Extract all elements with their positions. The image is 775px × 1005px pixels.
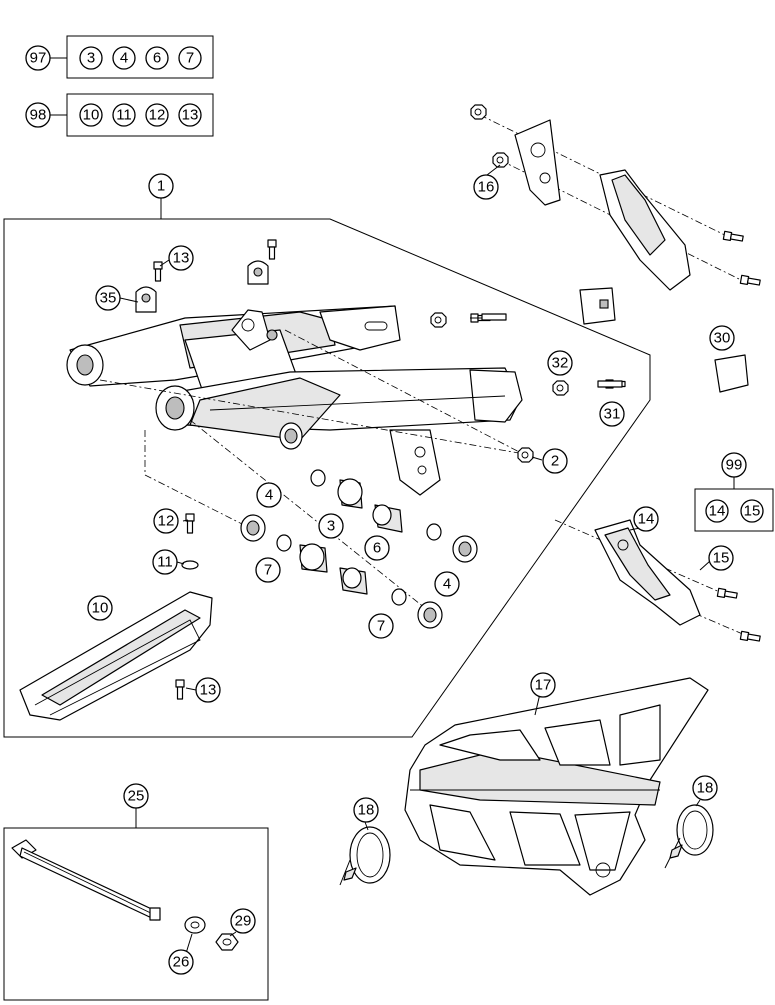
callout-7-upper: 7	[255, 557, 281, 583]
svg-text:18: 18	[358, 802, 375, 819]
kit-98-item: 11	[116, 107, 132, 124]
kit-98-box	[66, 93, 214, 137]
svg-text:35: 35	[100, 290, 117, 307]
kit-97-item: 4	[120, 50, 128, 67]
kit-97-box	[66, 35, 214, 79]
callout-4-lower: 4	[434, 571, 460, 597]
chain-guide-lower	[554, 519, 762, 644]
swingarm-drawing	[66, 305, 523, 496]
callout-26: 26	[168, 949, 194, 975]
kit-99-item: 15	[744, 503, 761, 520]
rear-axle	[11, 839, 161, 921]
kit-97-item: 6	[153, 50, 161, 67]
kit-99-item: 14	[709, 503, 726, 520]
chain-guard-17	[404, 677, 709, 896]
kit-97-group: 97 3 4 6 7	[25, 35, 214, 79]
kit-97-item: 7	[186, 50, 194, 67]
callout-15: 15	[708, 545, 734, 571]
kit-97-item: 3	[87, 50, 95, 67]
callout-6: 6	[364, 535, 390, 561]
callout-4-upper: 4	[256, 482, 282, 508]
callout-18-left: 18	[353, 797, 379, 823]
kit-98-item: 13	[182, 107, 199, 124]
svg-text:10: 10	[92, 600, 109, 617]
callout-11: 11	[152, 549, 178, 575]
callout-30: 30	[709, 325, 735, 351]
callout-97: 97	[25, 45, 51, 71]
svg-text:98: 98	[30, 107, 47, 124]
callout-31: 31	[599, 401, 625, 427]
svg-text:17: 17	[535, 677, 552, 694]
callout-18-right: 18	[692, 775, 718, 801]
callout-17: 17	[530, 672, 556, 698]
kit-98-item: 10	[83, 107, 100, 124]
kit-98-item: 12	[149, 107, 166, 124]
clip-bracket-35	[135, 260, 269, 313]
callout-12: 12	[153, 508, 179, 534]
svg-text:7: 7	[377, 618, 385, 635]
svg-text:25: 25	[128, 788, 145, 805]
svg-text:31: 31	[604, 406, 621, 423]
svg-text:14: 14	[638, 511, 655, 528]
svg-text:6: 6	[373, 540, 381, 557]
callout-13-upper: 13	[168, 245, 194, 271]
callout-16: 16	[473, 174, 499, 200]
axle-nut-29	[215, 933, 239, 951]
svg-text:12: 12	[158, 513, 175, 530]
svg-text:4: 4	[265, 487, 273, 504]
svg-text:13: 13	[200, 682, 217, 699]
chain-slider-10	[19, 591, 213, 721]
svg-text:32: 32	[552, 355, 569, 372]
svg-text:4: 4	[443, 576, 451, 593]
axle-assembly-frame	[3, 827, 269, 1001]
svg-text:11: 11	[157, 554, 173, 571]
callout-1: 1	[148, 173, 174, 199]
cable-tie-left	[339, 826, 391, 886]
bushing-set	[240, 422, 478, 629]
svg-text:26: 26	[173, 954, 190, 971]
svg-text:13: 13	[173, 250, 190, 267]
callout-29: 29	[230, 908, 256, 934]
callout-13-lower: 13	[195, 677, 221, 703]
svg-text:30: 30	[714, 330, 731, 347]
callout-25: 25	[123, 783, 149, 809]
swingarm-assembly-frame	[3, 218, 651, 738]
svg-text:29: 29	[235, 913, 252, 930]
callout-14: 14	[633, 506, 659, 532]
kit-99-group: 99 14 15	[694, 452, 774, 532]
svg-text:7: 7	[264, 562, 272, 579]
svg-text:16: 16	[478, 179, 495, 196]
callout-32: 32	[547, 350, 573, 376]
kit-98-group: 98 10 11 12 13	[25, 93, 214, 137]
cable-tie-right	[664, 804, 714, 869]
svg-text:15: 15	[713, 550, 730, 567]
svg-text:18: 18	[697, 780, 714, 797]
callout-35: 35	[95, 285, 121, 311]
svg-text:2: 2	[551, 453, 559, 470]
callout-99: 99	[721, 452, 747, 478]
kit-99-box	[694, 488, 774, 532]
callout-10: 10	[87, 595, 113, 621]
svg-text:97: 97	[30, 50, 47, 67]
axle-washer-26	[184, 916, 206, 934]
svg-text:1: 1	[157, 178, 165, 195]
svg-text:3: 3	[327, 518, 335, 535]
callout-2: 2	[542, 448, 568, 474]
callout-98: 98	[25, 102, 51, 128]
svg-text:99: 99	[726, 457, 743, 474]
callout-7-lower: 7	[368, 613, 394, 639]
callout-3: 3	[318, 513, 344, 539]
chain-guide-upper	[470, 104, 762, 291]
